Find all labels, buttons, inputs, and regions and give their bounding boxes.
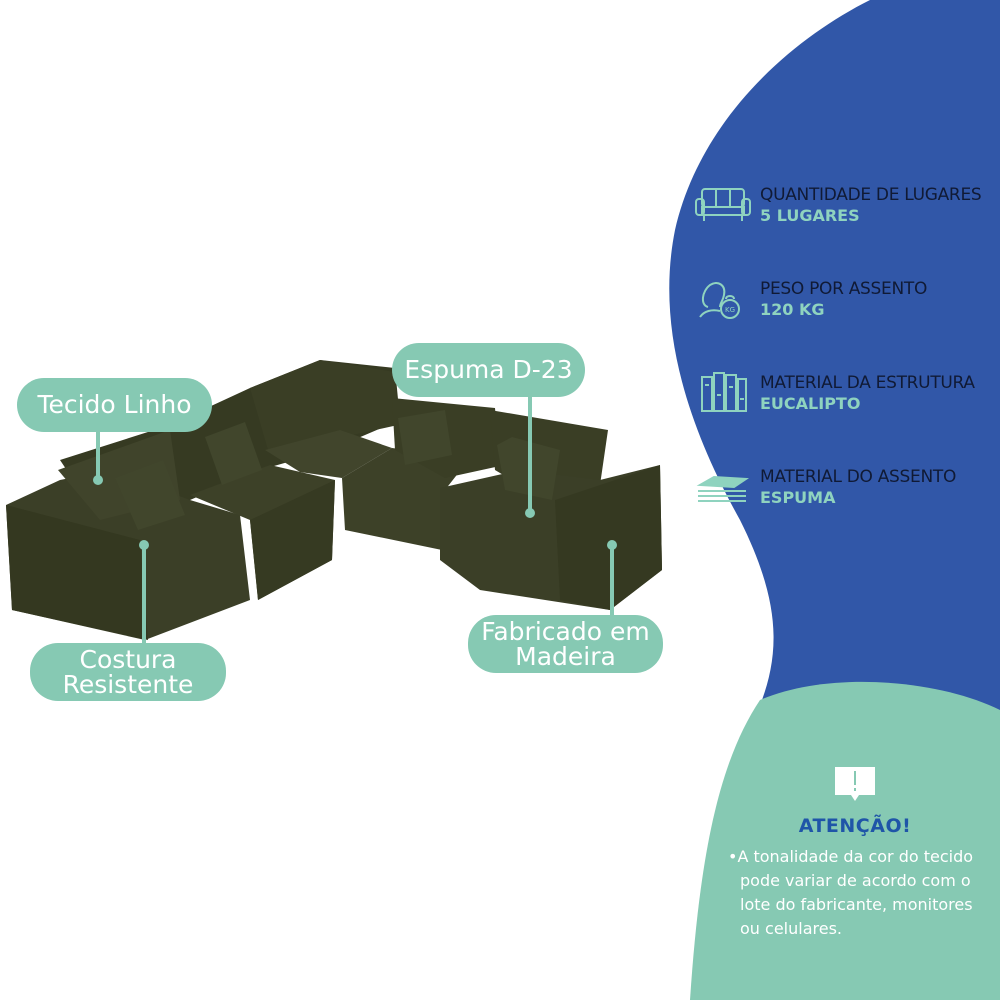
callout-fabricado-madeira: Fabricado em Madeira	[468, 615, 663, 673]
callout-madeira-line2: Madeira	[515, 642, 616, 671]
warning-title: ATENÇÃO!	[798, 815, 912, 837]
spec-label: PESO POR ASSENTO	[760, 278, 928, 299]
spec-value: EUCALIPTO	[760, 393, 861, 413]
spec-label: MATERIAL DO ASSENTO	[760, 466, 957, 487]
callout-espuma-d23: Espuma D-23	[392, 343, 585, 397]
spec-value: 120 KG	[760, 299, 825, 319]
wood-structure-icon	[694, 370, 752, 416]
spec-value: ESPUMA	[760, 487, 836, 507]
alert-speech-icon	[835, 767, 875, 801]
warning-text: •A tonalidade da cor do tecido pode vari…	[720, 845, 990, 941]
callout-costura-line2: Resistente	[62, 670, 194, 699]
warning-message: A tonalidade da cor do tecido pode varia…	[737, 847, 974, 938]
leader-tecido	[96, 420, 100, 480]
callout-madeira-line1: Fabricado em	[481, 617, 650, 646]
leader-espuma	[528, 395, 532, 513]
bullet: •	[728, 847, 738, 866]
spec-value: 5 LUGARES	[760, 205, 860, 225]
warning-box: ATENÇÃO! •A tonalidade da cor do tecido …	[720, 765, 990, 941]
callout-tecido-linho: Tecido Linho	[17, 378, 212, 432]
foam-layers-icon	[694, 464, 752, 510]
weight-person-icon: KG	[694, 276, 752, 322]
spec-seat-material: MATERIAL DO ASSENTO ESPUMA	[694, 464, 956, 510]
sofa-icon	[694, 182, 752, 228]
spec-structure: MATERIAL DA ESTRUTURA EUCALIPTO	[694, 370, 975, 416]
leader-dot-tecido	[93, 475, 103, 485]
spec-weight: KG PESO POR ASSENTO 120 KG	[694, 276, 927, 322]
leader-dot-costura	[139, 540, 149, 550]
spec-seats: QUANTIDADE DE LUGARES 5 LUGARES	[694, 182, 982, 228]
callout-costura-resistente: Costura Resistente	[30, 643, 226, 701]
sofa-illustration	[6, 360, 662, 640]
teal-panel	[690, 681, 1000, 1000]
blue-panel	[669, 0, 1000, 720]
leader-dot-madeira	[607, 540, 617, 550]
spec-label: MATERIAL DA ESTRUTURA	[760, 372, 975, 393]
leader-dot-espuma	[525, 508, 535, 518]
leader-costura	[142, 545, 146, 645]
spec-label: QUANTIDADE DE LUGARES	[760, 184, 982, 205]
callout-costura-line1: Costura	[79, 645, 177, 674]
svg-text:KG: KG	[725, 306, 735, 314]
leader-madeira	[610, 545, 614, 620]
